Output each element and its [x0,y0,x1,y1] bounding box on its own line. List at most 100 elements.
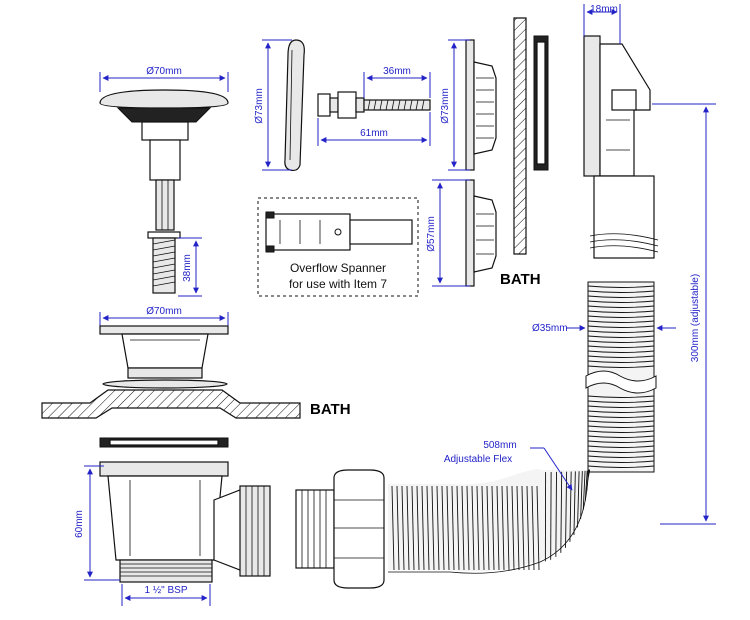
dim-bsp: 1 ½" BSP [121,584,211,606]
bath-label-upper: BATH [500,271,541,288]
hose-rib [587,300,655,303]
hose-rib [401,485,405,571]
hose-rib [511,485,515,571]
dim-cover-dia-label: Ø73mm [254,88,265,124]
hose-rib [587,350,655,353]
plug-cap [99,89,229,231]
spanner-label-line1: Overflow Spanner [290,261,386,275]
hose-rib [587,320,655,323]
waste-body [99,461,271,583]
dim-bolt-36-label: 36mm [383,66,411,77]
hose-rib [526,485,530,571]
hose-rib [587,310,655,313]
hose-rib [446,485,450,571]
hose-rib [436,485,440,571]
hose-rib [587,450,655,453]
hose-rib [587,440,655,443]
hose-rib [577,471,580,528]
hose-rib [587,425,655,428]
dim-cover-dia: Ø73mm [254,39,292,171]
hose-rib [481,485,485,571]
hose-rib [431,485,435,571]
hose-rib [587,420,655,423]
hose-rib [491,485,495,571]
hose-rib [555,471,557,557]
flex-hose-bend [388,469,591,574]
hose-rib [391,485,395,571]
hose-rib [421,485,425,571]
hose-rib [587,360,655,363]
dim-depth-label: 18mm [590,4,618,15]
dim-rose-dia: Ø73mm [440,39,470,171]
hose-rib [461,485,465,571]
hose-rib [587,395,655,398]
hose-rib [587,285,655,288]
plug-screw [147,231,181,294]
hose-rib [582,470,586,510]
dim-small-dia: Ø57mm [426,179,470,287]
dim-plug-dia-label: Ø70mm [146,66,182,77]
hose-rib [587,435,655,438]
bath-wall-right [513,17,549,255]
hose-rib [587,455,655,458]
hose-rib [476,485,480,571]
hose-rib [587,290,655,293]
hose-rib [416,485,420,571]
hose-rib [565,471,568,548]
hose-rib [587,410,655,413]
overflow-bolt [317,91,431,119]
washer [99,437,229,448]
hose-connector [295,469,385,589]
hose-rib [521,485,525,571]
hose-rib [501,485,505,571]
dim-height-adjustable-label: 300mm (adjustable) [690,274,701,362]
flex-label-line2: Adjustable Flex [444,454,512,465]
dim-screw-length-label: 38mm [182,254,193,282]
hose-rib [396,485,400,571]
dim-bsp-label: 1 ½" BSP [144,585,187,596]
dim-body-height: 60mm [74,465,120,581]
overflow-spanner-box: Overflow Spanner for use with Item 7 [257,197,419,297]
dim-bolt-61-label: 61mm [360,128,388,139]
hose-rib [587,330,655,333]
hose-rib [569,471,572,542]
hose-rib [587,340,655,343]
overflow-back-body [583,35,659,259]
hose-rib [486,485,490,571]
hose-rib [536,485,540,571]
hose-rib [584,470,588,501]
dim-bolt-61: 61mm [317,112,431,146]
hose-rib [496,485,500,571]
hose-rib [587,405,655,408]
hose-rib [586,470,590,491]
hose-rib [587,295,655,298]
dim-hose-dia: Ø35mm [532,323,676,334]
hose-rib [587,465,655,468]
dim-height-adjustable: 300mm (adjustable) [652,103,716,525]
dim-rose-dia-label: Ø73mm [440,88,451,124]
hose-rib [426,485,430,571]
dim-body-height-label: 60mm [74,510,85,538]
hose-rib [466,485,470,571]
small-rose [465,179,497,287]
hose-rib [411,485,415,571]
hose-rib [506,485,510,571]
hose-rib [587,415,655,418]
hose-rib [587,400,655,403]
flex-hose-vertical [585,281,657,473]
hose-rib [531,485,535,571]
hose-rib [560,471,563,553]
dim-bolt-36: 36mm [363,66,431,98]
hose-rib [456,485,460,571]
dim-hose-dia-label: Ø35mm [532,323,568,334]
hose-rib [587,430,655,433]
dim-screw-length: 38mm [178,237,202,297]
dim-depth: 18mm [583,4,621,44]
overflow-cover [284,39,305,172]
hose-rib [587,365,655,368]
hose-rib [406,485,410,571]
dim-plug-dia: Ø70mm [99,66,229,92]
hose-rib [471,485,475,571]
dim-small-dia-label: Ø57mm [426,216,437,252]
